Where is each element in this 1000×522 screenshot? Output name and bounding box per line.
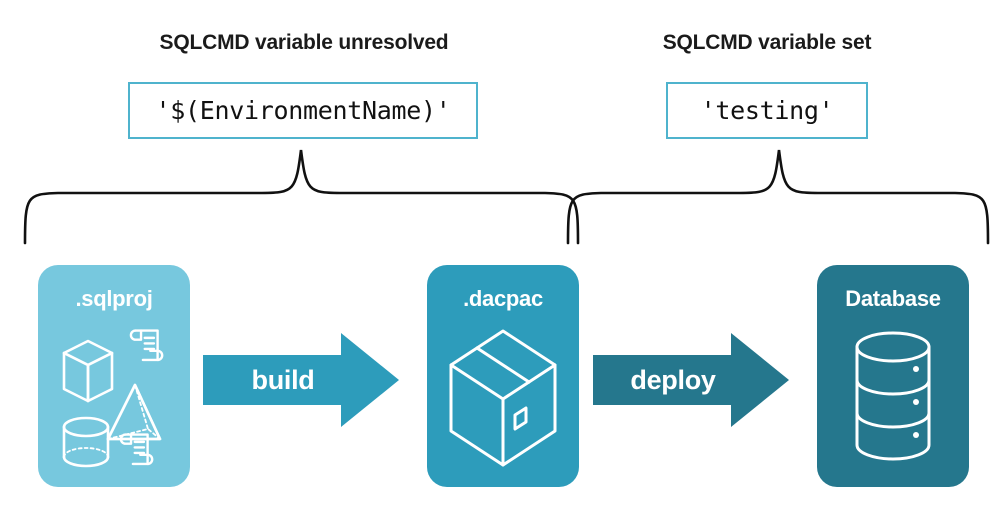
stage-card-database-label: Database [845,286,941,311]
arrow-deploy-icon [593,333,789,427]
cylinder-icon [62,416,110,468]
arrow-build: build [203,333,399,427]
stage-card-database: Database [817,265,969,487]
project-shapes-icon [62,329,164,468]
package-box-icon [449,329,557,467]
value-box-unresolved-variable: '$(EnvironmentName)' [128,82,478,139]
scroll-icon-bottom [119,433,154,466]
scroll-icon-top [129,329,164,362]
cube-icon [62,339,114,403]
brace-right-icon [566,149,990,245]
stage-card-dacpac-label: .dacpac [463,286,543,311]
database-cylinder-icon [855,331,931,461]
brace-left-icon [23,149,580,245]
value-box-resolved-variable: 'testing' [666,82,868,139]
pyramid-icon [106,383,162,441]
stage-card-dacpac: .dacpac [427,265,579,487]
arrow-deploy: deploy [593,333,789,427]
heading-sqlcmd-variable-set: SQLCMD variable set [662,31,872,54]
stage-card-sqlproj: .sqlproj [38,265,190,487]
heading-sqlcmd-variable-unresolved: SQLCMD variable unresolved [159,31,449,54]
stage-card-sqlproj-label: .sqlproj [75,286,153,311]
arrow-build-icon [203,333,399,427]
